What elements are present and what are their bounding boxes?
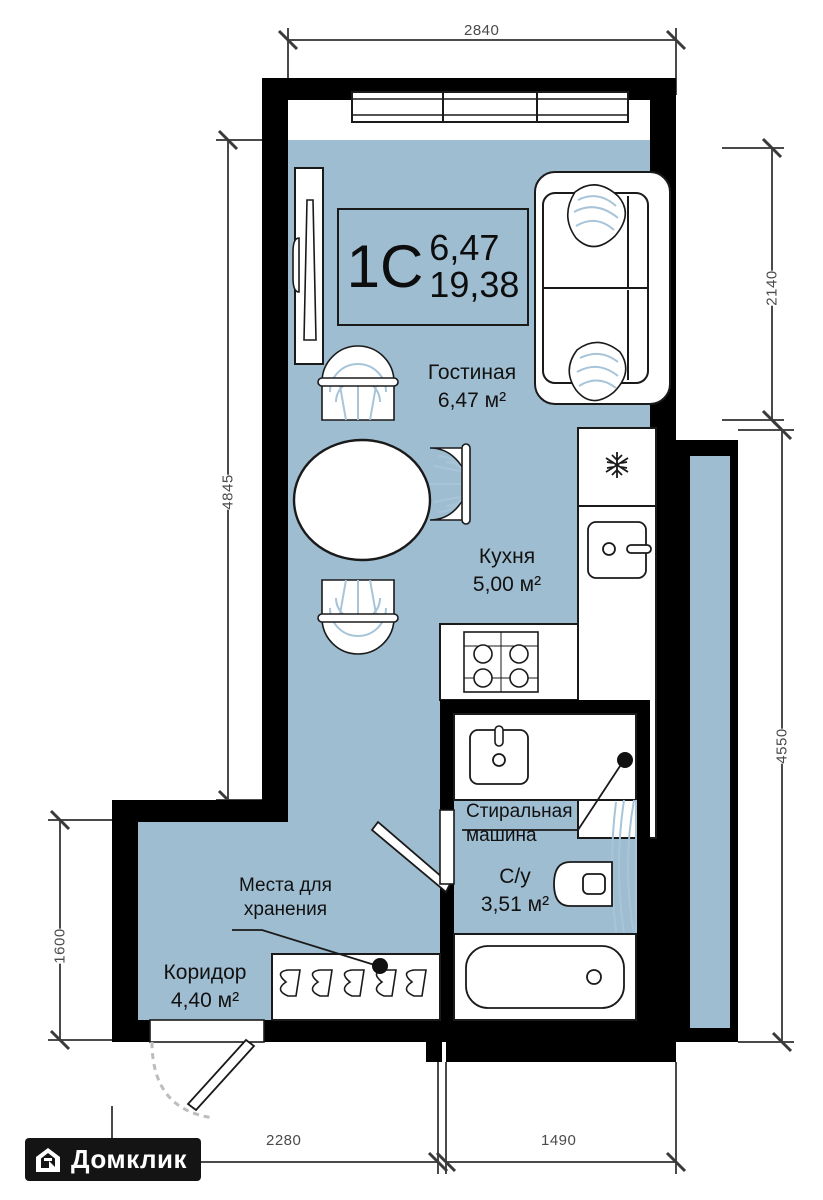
callout-line-2: хранения <box>243 898 327 920</box>
toilet-icon <box>553 861 613 907</box>
apartment-areas: 6,47 19,38 <box>429 230 519 303</box>
dimension-top: 2840 <box>464 22 500 39</box>
room-label-living: Гостиная 6,47 м² <box>402 360 542 413</box>
sofa <box>534 171 671 405</box>
corridor-wardrobe <box>271 953 441 1021</box>
stove-icon <box>463 631 539 693</box>
room-name: Кухня <box>478 545 536 568</box>
bathroom-walls <box>440 700 650 1020</box>
callout-line-1: Места для <box>239 875 332 896</box>
apartment-type-badge: 1С 6,47 19,38 <box>337 208 529 326</box>
room-label-bathroom: С/у 3,51 м² <box>455 864 575 917</box>
domklik-logo: Домклик <box>25 1138 201 1181</box>
callout-leaders <box>232 759 625 967</box>
dimension-left-upper: 4845 <box>219 474 237 510</box>
dimension-bottom-right: 1490 <box>541 1132 577 1149</box>
room-name: Гостиная <box>427 361 517 384</box>
room-name: Коридор <box>163 961 247 984</box>
cushion <box>568 341 627 402</box>
left-wall-cabinet <box>292 167 324 365</box>
entry-door <box>149 1019 265 1120</box>
callout-dots <box>372 752 633 974</box>
room-area: 5,00 м² <box>472 573 542 597</box>
room-area: 3,51 м² <box>480 893 550 917</box>
window-top <box>351 91 629 123</box>
callout-line-2: машина <box>466 824 537 846</box>
bottom-wall-opening <box>426 1042 672 1062</box>
room-area: 6,47 м² <box>437 389 507 413</box>
apartment-code: 1С <box>346 233 424 300</box>
chair <box>429 443 471 525</box>
room-label-corridor: Коридор 4,40 м² <box>140 960 270 1013</box>
snowflake-icon <box>605 452 629 478</box>
total-area-value: 19,38 <box>429 264 520 305</box>
bathroom-door <box>370 820 452 894</box>
dimension-right-lower: 4550 <box>773 728 791 764</box>
room-label-kitchen: Кухня 5,00 м² <box>442 544 572 597</box>
bathroom-fixtures <box>370 713 637 1021</box>
room-name: С/у <box>499 865 531 888</box>
dining-set <box>292 345 471 655</box>
house-icon <box>36 1147 60 1172</box>
chair <box>317 579 399 655</box>
cushion <box>566 184 627 248</box>
rooms-area-value: 6,47 <box>429 227 500 269</box>
callout-washing-machine: Стиральная машина <box>466 800 573 848</box>
chair <box>317 345 399 421</box>
sink-icon <box>469 725 529 785</box>
bathtub-icon <box>465 945 625 1009</box>
callout-storage: Места для хранения <box>239 874 332 922</box>
apartment-walls <box>112 78 738 1062</box>
room-area: 4,40 м² <box>170 989 240 1013</box>
callout-line-1: Стиральная <box>466 801 573 822</box>
dimension-right-upper: 2140 <box>763 270 781 306</box>
cooktop-counter <box>439 623 579 701</box>
dimension-left-lower: 1600 <box>51 928 69 964</box>
brand-name: Домклик <box>71 1144 187 1174</box>
dimension-bottom-left: 2280 <box>266 1132 302 1149</box>
